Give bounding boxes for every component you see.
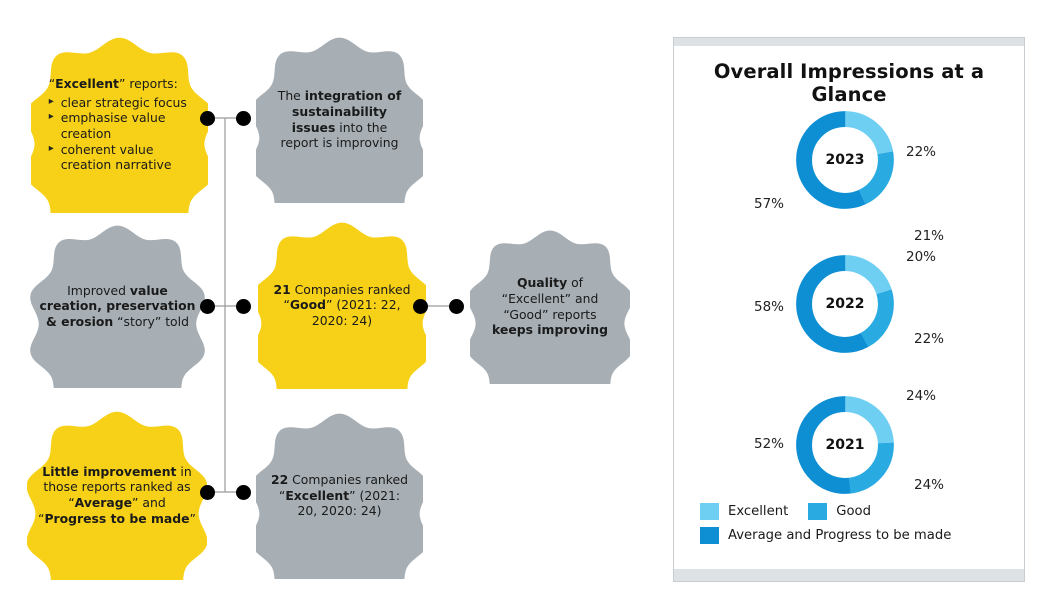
- legend-swatch-average: [700, 527, 719, 544]
- flower-shape: [27, 411, 207, 580]
- node-heading: “Excellent” reports:: [48, 76, 178, 92]
- chart-title: Overall Impressions at a Glance: [713, 60, 985, 106]
- flower-shape: [256, 37, 423, 203]
- text-tail: ” (2021: 20, 2020: 24): [297, 487, 401, 519]
- pct-2023-good: 21%: [914, 228, 945, 244]
- connector-dot: [236, 299, 251, 314]
- node-text: 21 Companies ranked “Good” (2021: 22, 20…: [258, 221, 426, 389]
- criteria-list: clear strategic focus emphasise value cr…: [49, 94, 191, 173]
- node-little-improvement[interactable]: Little improvement in those reports rank…: [27, 410, 207, 580]
- chart-legend: Excellent Good Average and Progress to b…: [700, 503, 1010, 551]
- text-bold-3: Progress to be made: [44, 510, 190, 526]
- text-plain: The: [277, 88, 305, 104]
- text-bold: Quality: [516, 275, 568, 291]
- pct-2023-average: 57%: [754, 196, 785, 212]
- flower-shape: [258, 222, 426, 389]
- donut-center-label-2021: 2021: [825, 437, 865, 453]
- legend-item-good[interactable]: Good: [808, 503, 871, 520]
- flower-shape: [470, 230, 630, 384]
- donut-ring: [796, 111, 894, 209]
- text-bold-2: keeps improving: [492, 322, 608, 338]
- text-plain-2: “story” told: [113, 313, 189, 329]
- legend-item-average[interactable]: Average and Progress to be made: [700, 527, 951, 544]
- text-plain: Improved: [67, 282, 130, 298]
- panel-header-bar: [674, 38, 1024, 46]
- node-text: The integration of sustainability issues…: [256, 36, 423, 203]
- list-item: coherent value creation narrative: [49, 141, 191, 173]
- text-plain-2: into the report is improving: [280, 119, 399, 151]
- donut-center-label-2022: 2022: [825, 296, 865, 312]
- donut-chart-2023[interactable]: 2023: [791, 106, 899, 214]
- legend-row-2: Average and Progress to be made: [700, 527, 1010, 544]
- legend-item-excellent[interactable]: Excellent: [700, 503, 788, 520]
- text-plain: Companies ranked “: [278, 472, 408, 503]
- donut-chart-2021[interactable]: 2021: [791, 391, 899, 499]
- legend-swatch-excellent: [700, 503, 719, 520]
- text-bold: integration of sustainability issues: [291, 88, 402, 135]
- node-quality-keeps-improving[interactable]: Quality of “Excellent” and “Good” report…: [470, 229, 630, 384]
- pct-2021-good: 24%: [914, 477, 945, 493]
- rank-label: Excellent: [285, 487, 350, 503]
- text-plain-2: ” and “: [38, 495, 166, 526]
- list-item: emphasise value creation: [49, 109, 191, 141]
- text-plain: of “Excellent” and “Good” reports: [501, 275, 599, 322]
- legend-row-1: Excellent Good: [700, 503, 1010, 520]
- pct-2021-average: 52%: [754, 436, 785, 452]
- donut-center-label-2023: 2023: [825, 152, 865, 168]
- legend-swatch-good: [808, 503, 828, 520]
- count-value: 21: [273, 281, 291, 297]
- pct-2022-excellent: 20%: [906, 249, 937, 265]
- node-good-ranked[interactable]: 21 Companies ranked “Good” (2021: 22, 20…: [258, 221, 426, 389]
- connector-dot: [236, 485, 251, 500]
- connector-dot: [200, 485, 215, 500]
- legend-label-average: Average and Progress to be made: [728, 528, 952, 543]
- text-bold: Little improvement: [42, 463, 177, 479]
- node-text: Quality of “Excellent” and “Good” report…: [470, 229, 630, 384]
- connector-dot: [200, 299, 215, 314]
- text-bold: value creation, preservation & erosion: [39, 282, 196, 329]
- node-text: “Excellent” reports: clear strategic foc…: [31, 36, 208, 213]
- text-tail: ” (2021: 22, 2020: 24): [311, 297, 401, 328]
- chart-panel: Overall Impressions at a Glance 2023 57%…: [673, 37, 1025, 582]
- node-excellent-ranked[interactable]: 22 Companies ranked “Excellent” (2021: 2…: [256, 412, 423, 579]
- node-integration-sustainability[interactable]: The integration of sustainability issues…: [256, 36, 423, 203]
- process-diagram: “Excellent” reports: clear strategic foc…: [0, 0, 672, 608]
- list-item: clear strategic focus: [49, 94, 191, 111]
- pct-2023-excellent: 22%: [906, 144, 937, 160]
- connector-dot: [200, 111, 215, 126]
- text-plain: in those reports ranked as “: [43, 463, 192, 510]
- flower-shape: [30, 225, 205, 388]
- text-bold-2: Average: [74, 495, 133, 510]
- donut-chart-2022[interactable]: 2022: [791, 250, 899, 358]
- donut-ring: [796, 255, 894, 353]
- pct-2022-good: 22%: [914, 331, 945, 347]
- connector-dot: [449, 299, 464, 314]
- node-text: 22 Companies ranked “Excellent” (2021: 2…: [256, 412, 423, 579]
- node-text: Improved value creation, preservation & …: [26, 224, 209, 388]
- flower-shape: [256, 413, 423, 579]
- node-excellent-criteria[interactable]: “Excellent” reports: clear strategic foc…: [31, 36, 208, 213]
- count-value: 22: [270, 472, 289, 488]
- legend-label-excellent: Excellent: [728, 504, 789, 519]
- legend-label-good: Good: [836, 504, 871, 519]
- text-plain: Companies ranked “: [283, 281, 411, 313]
- connector-dot: [236, 111, 251, 126]
- pct-2021-excellent: 24%: [906, 388, 937, 404]
- connector-dot: [413, 299, 428, 314]
- node-value-creation-story[interactable]: Improved value creation, preservation & …: [26, 224, 209, 388]
- pct-2022-average: 58%: [754, 299, 785, 315]
- panel-footer-bar: [674, 569, 1024, 581]
- text-tail: ”: [189, 510, 196, 526]
- rank-label: Good: [289, 297, 326, 313]
- node-text: Little improvement in those reports rank…: [27, 410, 207, 580]
- donut-ring: [796, 396, 894, 494]
